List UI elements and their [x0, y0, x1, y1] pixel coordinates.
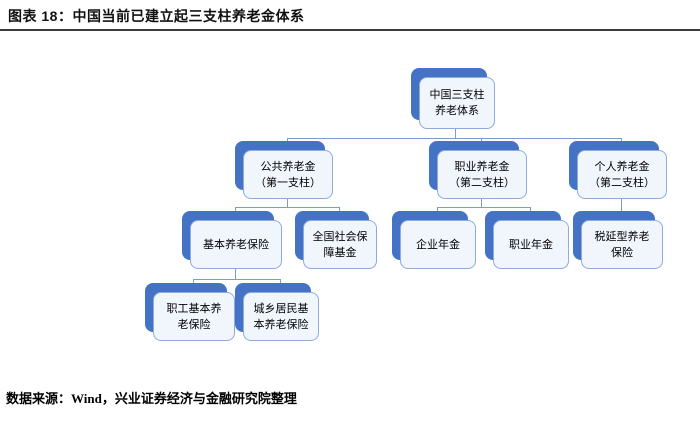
connector-line [621, 138, 622, 151]
connector-line [287, 197, 288, 207]
connector-line [530, 207, 531, 221]
node-label-line: 老保险 [177, 318, 211, 331]
connector-line [481, 138, 482, 151]
node-national-social-security-fund: 全国社会保 障基金 [303, 220, 377, 269]
node-public-pension-first-pillar: 公共养老金 （第一支柱） [243, 150, 333, 199]
connector-line [287, 138, 288, 151]
connector-line [339, 207, 340, 221]
node-label-line: 公共养老金 [260, 160, 316, 173]
node-occupational-pension-second-pillar: 职业养老金 （第二支柱） [437, 150, 527, 199]
connector-line [280, 279, 281, 293]
node-tax-deferred-pension-insurance: 税延型养老 保险 [581, 220, 663, 269]
data-source-note: 数据来源：Wind，兴业证券经济与金融研究院整理 [6, 391, 297, 406]
node-enterprise-annuity: 企业年金 [400, 220, 476, 269]
connector-line [235, 207, 340, 208]
node-label-line: 税延型养老 [594, 230, 650, 243]
connector-line [235, 267, 236, 279]
node-label-line: （第一支柱） [255, 176, 321, 189]
node-label-line: 基本养老保险 [203, 238, 269, 251]
connector-line [437, 207, 531, 208]
connector-line [235, 207, 236, 221]
node-employee-basic-pension-insurance: 职工基本养 老保险 [153, 292, 235, 341]
node-label-line: 养老体系 [435, 105, 479, 117]
node-label-line: 障基金 [323, 246, 357, 259]
node-label-line: 企业年金 [416, 238, 460, 251]
connector-line [455, 127, 456, 138]
connector-line [437, 207, 438, 221]
node-basic-pension-insurance: 基本养老保险 [190, 220, 282, 269]
node-label-line: 本养老保险 [253, 318, 309, 331]
connector-line [481, 197, 482, 207]
node-label-line: 职工基本养 [166, 302, 222, 315]
title-divider [0, 29, 700, 31]
node-label-line: 职业养老金 [454, 160, 510, 173]
connector-line [193, 279, 281, 280]
node-china-three-pillar-pension-system: 中国三支柱 养老体系 [419, 77, 495, 129]
node-label-line: 职业年金 [509, 238, 553, 251]
node-label-line: （第二支柱） [449, 176, 515, 189]
node-label-line: 中国三支柱 [429, 89, 485, 101]
node-urban-rural-resident-basic-pension-insurance: 城乡居民基 本养老保险 [243, 292, 319, 341]
figure-title: 图表 18：中国当前已建立起三支柱养老金体系 [8, 8, 305, 24]
connector-line [287, 138, 622, 139]
node-label-line: 城乡居民基 [253, 302, 309, 315]
node-personal-pension-second-pillar: 个人养老金 （第二支柱） [577, 150, 667, 199]
node-label-line: （第二支柱） [589, 176, 655, 189]
connector-line [621, 197, 622, 221]
node-label-line: 全国社会保 [312, 230, 368, 243]
connector-line [193, 279, 194, 293]
node-occupational-annuity: 职业年金 [493, 220, 569, 269]
node-label-line: 个人养老金 [594, 160, 650, 173]
node-label-line: 保险 [611, 246, 633, 259]
